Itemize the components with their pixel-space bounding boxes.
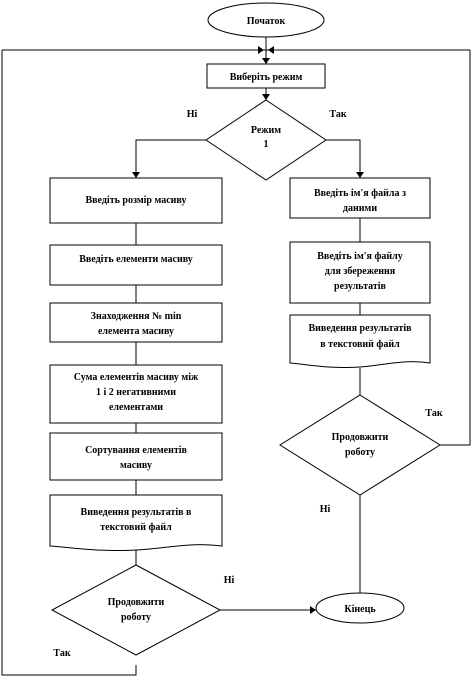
edge-label-right-yes: Так [425, 408, 442, 419]
node-output-left-line-1: Виведення результатів в [81, 507, 193, 518]
node-mode-decision: Режим 1 [205, 99, 327, 181]
node-sort: Сортування елементів масиву [49, 432, 223, 481]
edge-label-left-yes: Так [53, 648, 70, 659]
arrow-merge-right [268, 46, 274, 54]
edge-label-mode-no: Ні [187, 109, 198, 120]
edge-label-right-no: Ні [320, 504, 331, 515]
connector-right-yes-loop [440, 50, 471, 446]
node-continue-left-line-1: Продовжити [108, 597, 165, 608]
node-sum-between-line-1: Сума елементів масиву між [74, 372, 199, 383]
arrow-into-enter-size [132, 172, 140, 178]
node-enter-result-file-line-1: Введіть ім'я файлу [317, 251, 402, 262]
node-start: Початок [207, 2, 325, 38]
node-enter-file: Введіть ім'я файла з даними [289, 177, 431, 219]
node-continue-right: Продовжити роботу [279, 394, 441, 496]
connector-mode-yes [326, 139, 361, 178]
node-end-label: Кінець [344, 604, 376, 615]
connectors [1, 37, 471, 676]
node-enter-size-label: Введіть розмір масиву [85, 195, 186, 206]
edge-label-left-no: Ні [224, 575, 235, 586]
node-start-label: Початок [247, 16, 286, 27]
node-end: Кінець [315, 592, 405, 624]
node-enter-file-line-2: даними [343, 203, 377, 214]
arrow-into-end [310, 606, 316, 614]
node-enter-result-file: Введіть ім'я файлу для збереження резуль… [289, 241, 431, 304]
node-output-right: Виведення результатів в текстовий файл [289, 314, 431, 369]
node-find-min: Знаходження № min елемента масиву [49, 302, 223, 343]
node-output-right-line-1: Виведення результатів [308, 323, 412, 334]
node-output-left: Виведення результатів в текстовий файл [49, 494, 223, 552]
node-sum-between-line-2: 1 і 2 негативними [96, 387, 176, 398]
node-mode-line-1: Режим [251, 125, 281, 136]
node-choose-mode-label: Виберіть режим [230, 72, 303, 83]
arrow-into-mode [262, 94, 270, 100]
edge-label-mode-yes: Так [329, 109, 346, 120]
node-find-min-line-1: Знаходження № min [91, 311, 182, 322]
arrowheads [132, 46, 364, 614]
node-enter-elements: Введіть елементи масиву [49, 244, 223, 286]
node-enter-elements-label: Введіть елементи масиву [79, 254, 193, 265]
node-choose-mode: Виберіть режим [206, 63, 326, 89]
arrow-into-choose [262, 58, 270, 64]
edge-labels: Ні Так Так Ні Ні Так [53, 109, 442, 659]
connector-mode-no [135, 139, 206, 178]
connector-left-yes-loop [1, 50, 137, 676]
arrow-merge-left [258, 46, 264, 54]
node-continue-right-line-1: Продовжити [332, 432, 389, 443]
node-enter-size: Введіть розмір масиву [49, 177, 223, 224]
node-continue-left: Продовжити роботу [50, 564, 222, 656]
node-enter-result-file-line-3: результатів [334, 281, 387, 292]
node-sum-between: Сума елементів масиву між 1 і 2 негативн… [49, 364, 223, 424]
node-sort-line-1: Сортування елементів [85, 445, 187, 456]
node-find-min-line-2: елемента масиву [98, 326, 174, 337]
node-sort-line-2: масиву [120, 460, 152, 471]
node-enter-file-line-1: Введіть ім'я файла з [314, 188, 406, 199]
node-mode-line-2: 1 [264, 139, 269, 150]
node-output-right-line-2: в текстовий файл [320, 339, 400, 350]
node-enter-result-file-line-2: для збереження [325, 266, 396, 277]
node-sum-between-line-3: елементами [109, 402, 163, 413]
node-continue-right-line-2: роботу [345, 447, 375, 458]
node-continue-left-line-2: роботу [121, 612, 151, 623]
arrow-into-enter-file [356, 172, 364, 178]
node-output-left-line-2: текстовий файл [100, 522, 172, 533]
